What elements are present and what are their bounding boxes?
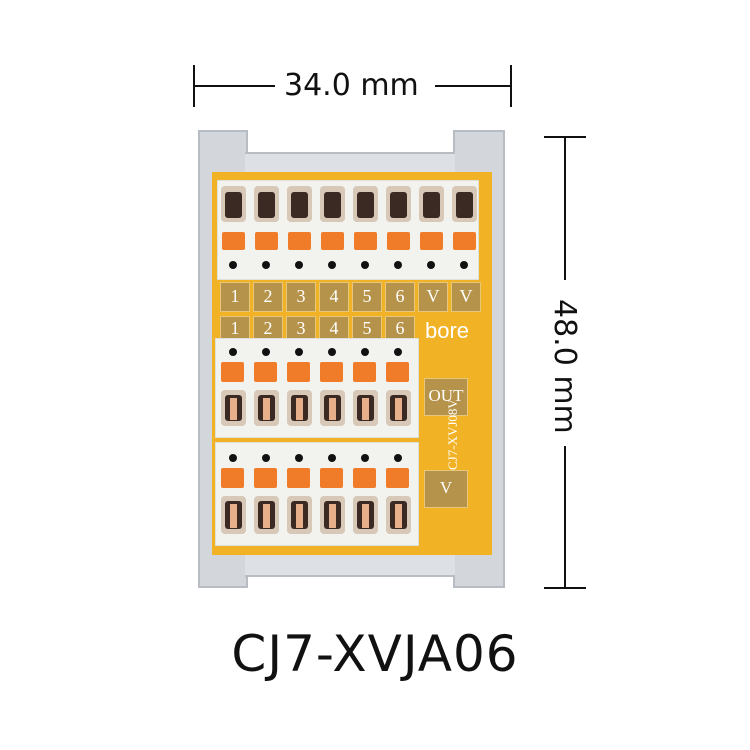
top-label-row: 1 2 3 4 5 6 V V <box>220 282 482 312</box>
width-dim-left-tick <box>193 65 195 107</box>
top-terminal-7[interactable] <box>419 186 444 269</box>
width-dim-label: 34.0 mm <box>284 68 419 103</box>
width-dimension: 34.0 mm <box>190 62 515 112</box>
middle-label-3: 3 <box>296 318 306 338</box>
out-terminal-6[interactable] <box>386 348 411 426</box>
middle-label-6: 6 <box>395 318 405 338</box>
top-terminal-5[interactable] <box>353 186 378 269</box>
top-terminal-4[interactable] <box>320 186 345 269</box>
top-label-box-3 <box>286 282 316 312</box>
v-terminal-1[interactable] <box>221 454 246 534</box>
middle-label-5: 5 <box>362 318 372 338</box>
v-terminal-2[interactable] <box>254 454 279 534</box>
top-label-8: V <box>459 286 473 306</box>
out-terminal-4[interactable] <box>320 348 345 426</box>
top-label-box-6 <box>385 282 415 312</box>
out-terminal-block-graphic <box>214 337 420 439</box>
out-terminal-1[interactable] <box>221 348 246 426</box>
height-dim-label: 48.0 mm <box>547 299 582 434</box>
top-label-box-7 <box>418 282 448 312</box>
top-label-6: 6 <box>395 286 405 306</box>
v-terminal-3[interactable] <box>287 454 312 534</box>
width-dim-line-right <box>435 85 510 87</box>
model-title: CJ7-XVJA06 <box>231 625 519 683</box>
out-terminal-5[interactable] <box>353 348 378 426</box>
top-terminal-6[interactable] <box>386 186 411 269</box>
top-terminal-2[interactable] <box>254 186 279 269</box>
v-terminal-4[interactable] <box>320 454 345 534</box>
height-dim-top-tick <box>544 136 586 138</box>
top-label-2: 2 <box>263 286 273 306</box>
v-terminal-block-graphic <box>214 441 420 547</box>
top-label-3: 3 <box>296 286 306 306</box>
v-label-box <box>424 470 468 508</box>
board-print: CJ7-XVJ08V <box>445 399 460 470</box>
top-label-7: V <box>426 286 440 306</box>
middle-label-1: 1 <box>230 318 240 338</box>
middle-label-4: 4 <box>329 318 339 338</box>
brand-logo: bore <box>425 318 470 343</box>
top-terminal-3[interactable] <box>287 186 312 269</box>
top-terminal-block <box>216 179 480 281</box>
product-image: 1 2 3 4 5 6 V V 1 2 3 4 5 6 bore OUT V C… <box>195 130 515 590</box>
top-label-1: 1 <box>230 286 240 306</box>
v-label: V <box>439 478 453 497</box>
width-dim-right-tick <box>510 65 512 107</box>
out-terminal-2[interactable] <box>254 348 279 426</box>
top-label-box-5 <box>352 282 382 312</box>
top-label-box-8 <box>451 282 481 312</box>
height-dim-bottom-tick <box>544 587 586 589</box>
v-terminal-block <box>214 441 420 547</box>
height-dim-line-bottom <box>564 446 566 588</box>
out-label: OUT <box>428 386 464 405</box>
height-dimension: 48.0 mm <box>540 136 590 591</box>
top-label-box-2 <box>253 282 283 312</box>
top-terminal-1[interactable] <box>221 186 246 269</box>
top-terminal-8[interactable] <box>452 186 477 269</box>
rail-bottom-bar <box>245 553 455 577</box>
top-label-5: 5 <box>362 286 372 306</box>
rail-top-bar <box>245 152 455 174</box>
top-terminal-block-graphic <box>216 179 480 281</box>
top-label-box-1 <box>220 282 250 312</box>
v-terminal-6[interactable] <box>386 454 411 534</box>
middle-label-2: 2 <box>263 318 273 338</box>
top-label-box-4 <box>319 282 349 312</box>
width-dim-line-left <box>195 85 275 87</box>
top-label-4: 4 <box>329 286 339 306</box>
out-terminal-block <box>214 337 420 439</box>
out-label-box <box>424 378 468 416</box>
height-dim-line-top <box>564 138 566 280</box>
v-terminal-5[interactable] <box>353 454 378 534</box>
out-terminal-3[interactable] <box>287 348 312 426</box>
